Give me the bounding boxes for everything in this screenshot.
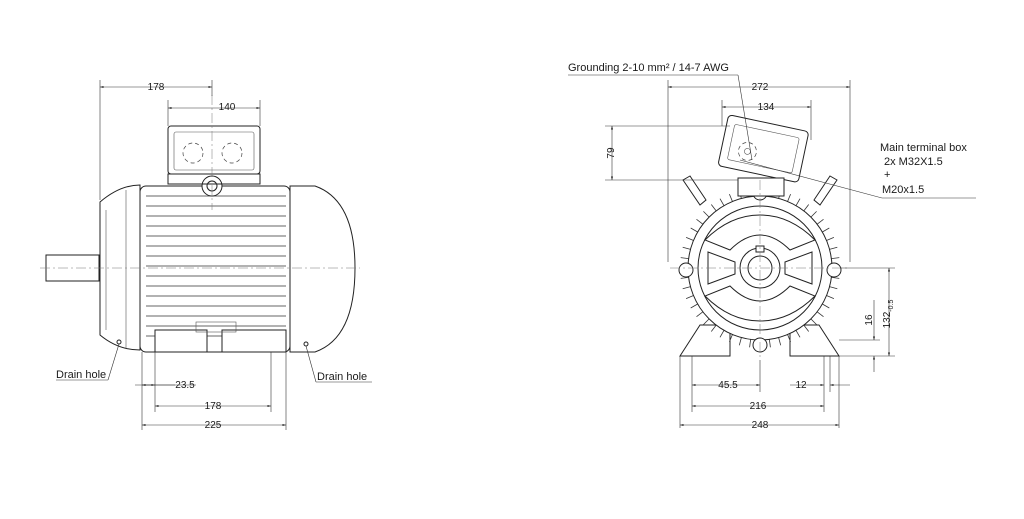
dim-front-overall: 272 xyxy=(752,82,769,93)
dim-front-hole: 12 xyxy=(795,380,807,391)
motor-body xyxy=(139,185,291,353)
label-drain-hole-right: Drain hole xyxy=(317,371,367,383)
dim-front-box: 134 xyxy=(758,102,775,113)
dim-front-base: 248 xyxy=(752,420,769,431)
dim-front-foot-center: 45.5 xyxy=(718,380,738,391)
dim-side-top: 178 xyxy=(148,82,165,93)
dim-front-box-height: 79 xyxy=(606,147,617,159)
foot-left xyxy=(154,329,208,353)
dim-side-foot-offset: 23.5 xyxy=(175,380,195,391)
terminal-box-side xyxy=(167,125,261,175)
front-dimensions: 272 134 79 45.5 12 216 248 xyxy=(568,62,976,431)
dim-front-foot-spacing: 216 xyxy=(750,401,767,412)
side-view xyxy=(40,95,360,353)
label-terminal-box-2: 2x M32X1.5 xyxy=(884,156,943,168)
label-drain-hole-left: Drain hole xyxy=(56,369,106,381)
dim-side-foot-spacing: 178 xyxy=(205,401,222,412)
dim-front-shaft-height: 132-0.5 xyxy=(882,300,895,329)
side-dimensions: 178 140 23.5 178 225 Drain hole Drain ho… xyxy=(56,80,372,431)
dim-side-box: 140 xyxy=(219,102,236,113)
dim-front-foot-height: 16 xyxy=(864,314,875,326)
foot-right xyxy=(221,329,287,353)
label-terminal-box-1: Main terminal box xyxy=(880,142,967,154)
terminal-box-front xyxy=(718,114,809,183)
label-terminal-box-3: + xyxy=(884,169,890,181)
end-shield xyxy=(99,184,141,351)
label-terminal-box-4: M20x1.5 xyxy=(882,184,924,196)
label-grounding: Grounding 2-10 mm² / 14-7 AWG xyxy=(568,62,729,74)
cooling-fins xyxy=(146,195,286,337)
dim-side-overall: 225 xyxy=(205,420,222,431)
front-view xyxy=(670,114,850,360)
fan-cover xyxy=(289,185,356,353)
